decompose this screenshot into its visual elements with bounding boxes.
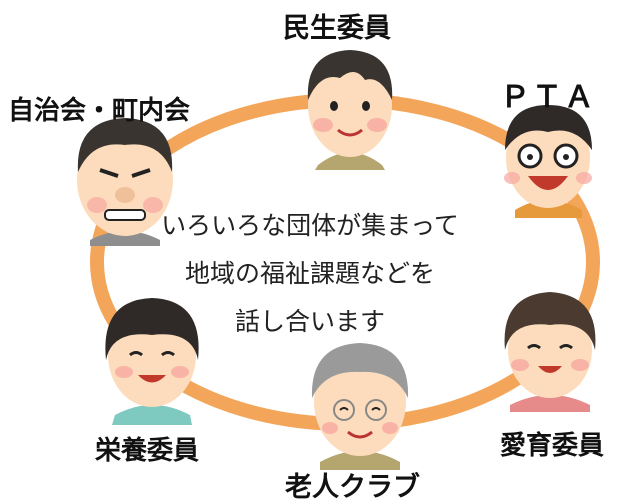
pta-person-illustration <box>504 105 592 218</box>
minsei-person-illustration <box>307 50 393 170</box>
jichikai-person-illustration <box>77 118 173 246</box>
label-eiyou: 栄養委員 <box>95 436 200 466</box>
center-text-line-1: いろいろな団体が集まって <box>161 211 459 240</box>
label-pta: ＰＴＡ <box>500 80 596 115</box>
label-minsei: 民生委員 <box>283 13 391 44</box>
label-aiiku: 愛育委員 <box>500 431 605 461</box>
aiiku-person-illustration <box>504 292 596 412</box>
label-jichikai: 自治会・町内会 <box>8 96 191 126</box>
center-text-line-3: 話し合います <box>234 307 385 336</box>
roujin-person-illustration <box>311 343 409 470</box>
eiyou-person-illustration <box>105 298 199 425</box>
center-text-line-2: 地域の福祉課題などを <box>184 259 435 288</box>
label-roujin: 老人クラブ <box>285 472 420 503</box>
